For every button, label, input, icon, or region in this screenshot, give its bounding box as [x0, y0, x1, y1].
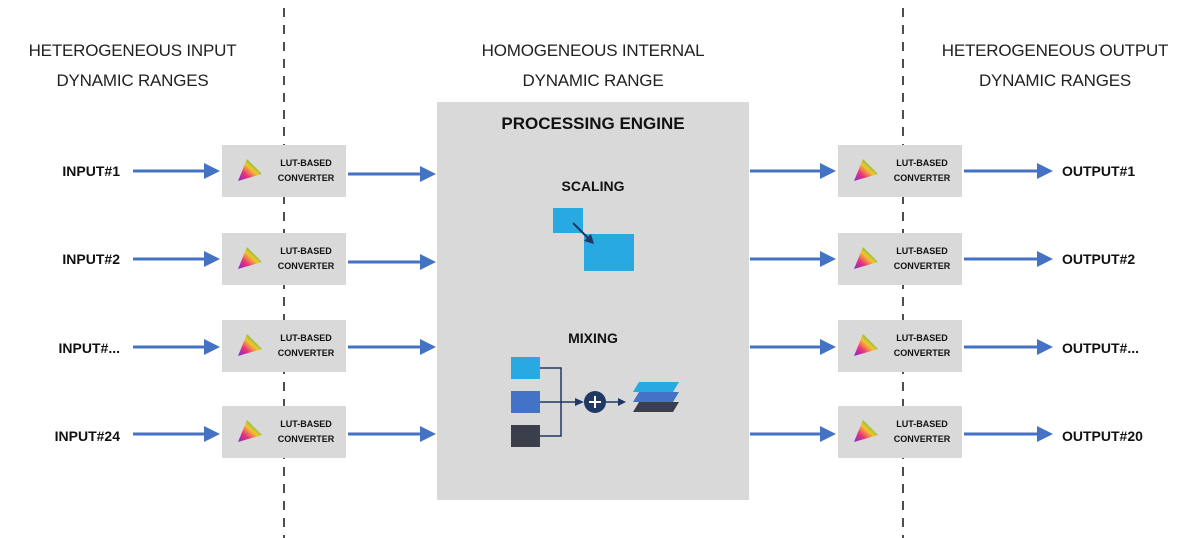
converter-line1: LUT-BASED [280, 158, 332, 168]
color-gamut-icon [238, 247, 262, 269]
input-label-3: INPUT#... [58, 340, 120, 356]
layer-dark [511, 425, 540, 447]
output-label-4: OUTPUT#20 [1062, 428, 1143, 444]
input-converter-1: LUT-BASED CONVERTER [222, 145, 346, 197]
color-gamut-icon [854, 420, 878, 442]
output-heading: HETEROGENEOUS OUTPUT DYNAMIC RANGES [915, 36, 1195, 96]
converter-line2: CONVERTER [277, 348, 335, 358]
output-arrow-4-head [1037, 426, 1053, 442]
mix-arrow-head [575, 398, 584, 406]
input-arrow-1-head [204, 163, 220, 179]
engine-title: PROCESSING ENGINE [501, 114, 685, 133]
input-converter-2: LUT-BASED CONVERTER [222, 233, 346, 285]
input-heading-line2: DYNAMIC RANGES [56, 71, 209, 90]
stack-middle [633, 392, 679, 402]
converter-line1: LUT-BASED [280, 419, 332, 429]
processing-engine: PROCESSING ENGINE SCALING MIXING [437, 102, 749, 500]
converter-line1: LUT-BASED [280, 333, 332, 343]
converter-line2: CONVERTER [893, 434, 951, 444]
output-arrow-2-head [1037, 251, 1053, 267]
color-gamut-icon [854, 159, 878, 181]
output-converter-3: LUT-BASED CONVERTER [838, 320, 962, 372]
converter-line2: CONVERTER [277, 173, 335, 183]
color-gamut-icon [238, 334, 262, 356]
converter-line1: LUT-BASED [896, 158, 948, 168]
layer-light [511, 357, 540, 379]
engine-in-arrow-2-head [420, 254, 436, 270]
output-label-3: OUTPUT#... [1062, 340, 1140, 356]
stack-bottom [633, 402, 679, 412]
internal-heading: HOMOGENEOUS INTERNAL DYNAMIC RANGE [437, 36, 749, 96]
converter-line1: LUT-BASED [896, 333, 948, 343]
converter-line1: LUT-BASED [896, 246, 948, 256]
scaling-label: SCALING [561, 178, 625, 194]
output-arrow-3-head [1037, 339, 1053, 355]
converter-line1: LUT-BASED [896, 419, 948, 429]
engine-in-arrow-1-head [420, 166, 436, 182]
output-label-1: OUTPUT#1 [1062, 163, 1136, 179]
output-label-2: OUTPUT#2 [1062, 251, 1136, 267]
converter-line1: LUT-BASED [280, 246, 332, 256]
output-converter-1: LUT-BASED CONVERTER [838, 145, 962, 197]
output-converter-4: LUT-BASED CONVERTER [838, 406, 962, 458]
mix-connector [540, 367, 575, 437]
out-arrow-head [618, 398, 626, 406]
stack-top [633, 382, 679, 392]
converter-line2: CONVERTER [277, 434, 335, 444]
engine-out-arrow-4-head [820, 426, 836, 442]
input-label-4: INPUT#24 [54, 428, 120, 444]
internal-heading-line2: DYNAMIC RANGE [522, 71, 664, 90]
input-converter-3: LUT-BASED CONVERTER [222, 320, 346, 372]
engine-in-arrow-3-head [420, 339, 436, 355]
scale-arrow-line [572, 222, 589, 239]
input-arrow-2-head [204, 251, 220, 267]
layer-mid [511, 391, 540, 413]
arrow-group [133, 163, 1053, 442]
engine-illustrations [511, 208, 679, 447]
engine-in-arrow-4-head [420, 426, 436, 442]
output-converter-2: LUT-BASED CONVERTER [838, 233, 962, 285]
input-heading-line1: HETEROGENEOUS INPUT [28, 41, 237, 60]
color-gamut-icon [238, 159, 262, 181]
output-heading-line1: HETEROGENEOUS OUTPUT [941, 41, 1169, 60]
input-arrow-4-head [204, 426, 220, 442]
input-label-1: INPUT#1 [62, 163, 120, 179]
input-heading: HETEROGENEOUS INPUT DYNAMIC RANGES [0, 36, 265, 96]
converter-line2: CONVERTER [893, 173, 951, 183]
converter-line2: CONVERTER [277, 261, 335, 271]
internal-heading-line1: HOMOGENEOUS INTERNAL [481, 41, 705, 60]
color-gamut-icon [854, 334, 878, 356]
input-converter-4: LUT-BASED CONVERTER [222, 406, 346, 458]
output-arrow-1-head [1037, 163, 1053, 179]
converter-line2: CONVERTER [893, 348, 951, 358]
mixing-label: MIXING [568, 330, 618, 346]
output-heading-line2: DYNAMIC RANGES [978, 71, 1132, 90]
engine-out-arrow-3-head [820, 339, 836, 355]
engine-out-arrow-1-head [820, 163, 836, 179]
engine-out-arrow-2-head [820, 251, 836, 267]
scaling-icon [553, 208, 634, 271]
scale-arrow-head [584, 234, 594, 244]
mixing-icon [511, 357, 679, 447]
converter-line2: CONVERTER [893, 261, 951, 271]
color-gamut-icon [854, 247, 878, 269]
color-gamut-icon [238, 420, 262, 442]
input-label-2: INPUT#2 [62, 251, 120, 267]
input-arrow-3-head [204, 339, 220, 355]
